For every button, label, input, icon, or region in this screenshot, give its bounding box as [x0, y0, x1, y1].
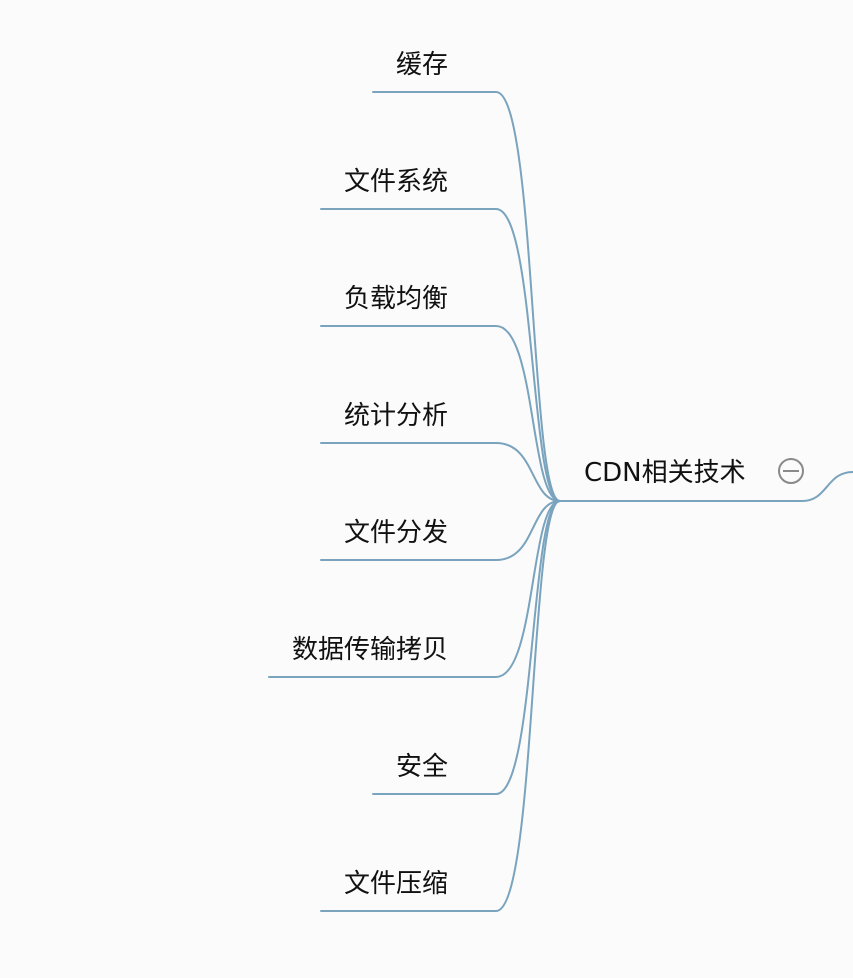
branch-node-label[interactable]: 数据传输拷贝: [292, 635, 448, 665]
branch-connector: [320, 442, 561, 502]
collapse-minus-icon[interactable]: [778, 458, 804, 484]
branch-connector: [320, 500, 561, 561]
branch-connector: [320, 325, 561, 502]
branch-node-label[interactable]: 统计分析: [344, 401, 448, 431]
center-node[interactable]: CDN相关技术: [559, 458, 853, 502]
branch-connector: [320, 208, 561, 502]
branch-node-label[interactable]: 安全: [396, 752, 448, 782]
branch-node-label[interactable]: 文件系统: [344, 167, 448, 197]
branch-node-label[interactable]: 文件压缩: [344, 869, 448, 899]
branch-node-label[interactable]: 负载均衡: [344, 284, 448, 314]
branch-node-label[interactable]: 文件分发: [344, 518, 448, 548]
center-underline: [559, 471, 853, 502]
center-node-label[interactable]: CDN相关技术: [584, 458, 746, 488]
branch-connector: [372, 91, 561, 502]
branch-connector: [372, 500, 561, 795]
branch-connector: [268, 500, 561, 678]
branch-connector: [320, 500, 561, 912]
branch-node-label[interactable]: 缓存: [396, 50, 448, 80]
